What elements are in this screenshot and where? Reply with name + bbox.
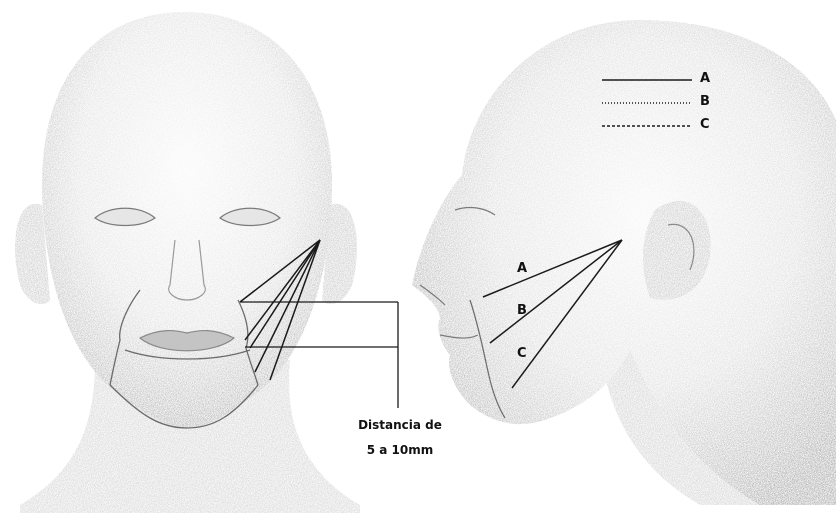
legend-label-c: C bbox=[700, 117, 710, 132]
distance-note-line2: 5 a 10mm bbox=[345, 443, 455, 457]
side-label-b: B bbox=[517, 303, 527, 318]
legend-label-a: A bbox=[700, 71, 710, 86]
side-label-a: A bbox=[517, 261, 527, 276]
side-label-c: C bbox=[517, 346, 527, 361]
distance-note-line1: Distancia de bbox=[345, 418, 455, 432]
legend-label-b: B bbox=[700, 94, 710, 109]
side-head bbox=[412, 20, 836, 505]
